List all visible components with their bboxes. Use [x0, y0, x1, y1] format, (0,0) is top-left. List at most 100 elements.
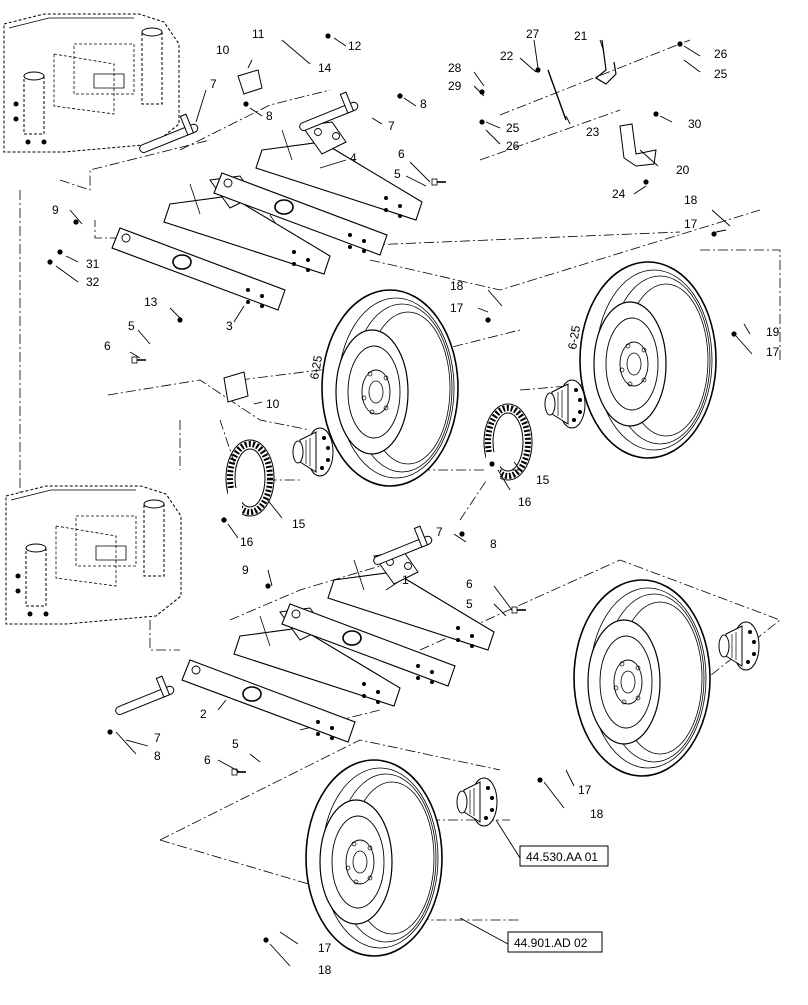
nut-24: [643, 179, 649, 185]
callout-17-a: 17: [684, 217, 698, 231]
callout-18-d: 18: [318, 963, 332, 977]
callout-4: 4: [350, 151, 357, 165]
nut-17a: [711, 231, 717, 237]
callout-31: 31: [86, 257, 100, 271]
callout-28: 28: [448, 61, 462, 75]
bolt-6d: [231, 768, 247, 776]
reference-box-wheel-assembly[interactable]: 44.901.AD 02: [507, 931, 603, 953]
reference-box-hub-assembly[interactable]: 44.530.AA 01: [519, 845, 609, 867]
callout-3: 3: [226, 319, 233, 333]
tire-lower-right: [573, 579, 711, 777]
callout-18-b: 18: [450, 279, 464, 293]
sensor-21: [594, 39, 617, 85]
callout-29: 29: [448, 79, 462, 93]
callout-7-b: 7: [388, 119, 395, 133]
nut-18d: [263, 937, 269, 943]
callout-17-b: 17: [450, 301, 464, 315]
nut-30: [653, 111, 659, 117]
callout-32: 32: [86, 275, 100, 289]
bolt-6c: [511, 606, 527, 614]
nut-31: [57, 249, 63, 255]
callout-18-a: 18: [684, 193, 698, 207]
callout-21: 21: [574, 29, 588, 43]
callout-14: 14: [318, 61, 332, 75]
callout-5-c: 5: [466, 597, 473, 611]
callout-17-c: 17: [766, 345, 780, 359]
callout-16-a: 16: [240, 535, 254, 549]
nut-8: [243, 101, 249, 107]
callout-6-c: 6: [466, 577, 473, 591]
callout-7-a: 7: [210, 77, 217, 91]
tire-marking-left: 6-25: [307, 354, 325, 380]
callout-2: 2: [200, 707, 207, 721]
callout-8-c: 8: [490, 537, 497, 551]
nut-16b: [489, 461, 495, 467]
nut-32: [47, 259, 53, 265]
nut-16a: [221, 517, 227, 523]
nut-9: [73, 219, 79, 225]
callout-27: 27: [526, 27, 540, 41]
upper-frame: [3, 13, 180, 153]
nut-25: [479, 119, 485, 125]
callout-24: 24: [612, 187, 626, 201]
callout-26-a: 26: [506, 139, 520, 153]
rod-23: [547, 69, 567, 121]
nut-12: [325, 33, 331, 39]
callout-10-lower: 10: [266, 397, 280, 411]
callout-8-b: 8: [420, 97, 427, 111]
callout-8-a: 8: [266, 109, 273, 123]
tire-marking-right: 6-25: [565, 324, 583, 350]
nut-8d: [107, 729, 113, 735]
hub-upper-left: [292, 427, 334, 477]
nut-18c: [537, 777, 543, 783]
bolt-6a: [431, 178, 447, 186]
nut-26: [677, 41, 683, 47]
callout-23: 23: [586, 125, 600, 139]
reference-label-44-901: 44.901.AD 02: [514, 936, 588, 950]
callout-15-a: 15: [292, 517, 306, 531]
callout-30: 30: [688, 117, 702, 131]
leader-lines: [55, 37, 753, 967]
nut-9b: [265, 583, 271, 589]
nut-17b: [485, 317, 491, 323]
pin-7-lower-left: [114, 675, 176, 717]
ring-gear-15-right: [484, 404, 532, 482]
callout-6-a: 6: [398, 147, 405, 161]
callout-22: 22: [500, 49, 514, 63]
callout-12: 12: [348, 39, 362, 53]
lower-assembly: [5, 485, 781, 957]
callout-17-d: 17: [578, 783, 592, 797]
callout-15-b: 15: [536, 473, 550, 487]
callout-26-b: 26: [714, 47, 728, 61]
nut-27: [535, 67, 541, 73]
callout-1: 1: [402, 573, 409, 587]
callout-13: 13: [144, 295, 158, 309]
callout-16-b: 16: [518, 495, 532, 509]
callout-5-d: 5: [232, 737, 239, 751]
clip-10-upper: [237, 69, 263, 95]
callout-6-b: 6: [104, 339, 111, 353]
clip-10-lower: [223, 371, 249, 403]
tire-upper-right: [579, 261, 717, 459]
callout-5-b: 5: [128, 319, 135, 333]
callout-9-b: 9: [242, 563, 249, 577]
hub-lower-right: [718, 621, 760, 671]
callout-7-d: 7: [154, 731, 161, 745]
tire-upper-left: [321, 289, 459, 487]
nut-8b: [397, 93, 403, 99]
callout-25-b: 25: [714, 67, 728, 81]
lower-frame: [5, 485, 182, 625]
callout-7-c: 7: [436, 525, 443, 539]
callout-17-e: 17: [318, 941, 332, 955]
nut-8c: [459, 531, 465, 537]
callout-18-c: 18: [590, 807, 604, 821]
callout-6-d: 6: [204, 753, 211, 767]
ring-gear-15-left: [226, 440, 274, 518]
tire-lower-left: [305, 759, 443, 957]
reference-label-44-530: 44.530.AA 01: [526, 850, 598, 864]
bracket-20: [619, 123, 657, 167]
hub-lower-left: [456, 777, 498, 827]
callout-9-a: 9: [52, 203, 59, 217]
nut-17c: [731, 331, 737, 337]
